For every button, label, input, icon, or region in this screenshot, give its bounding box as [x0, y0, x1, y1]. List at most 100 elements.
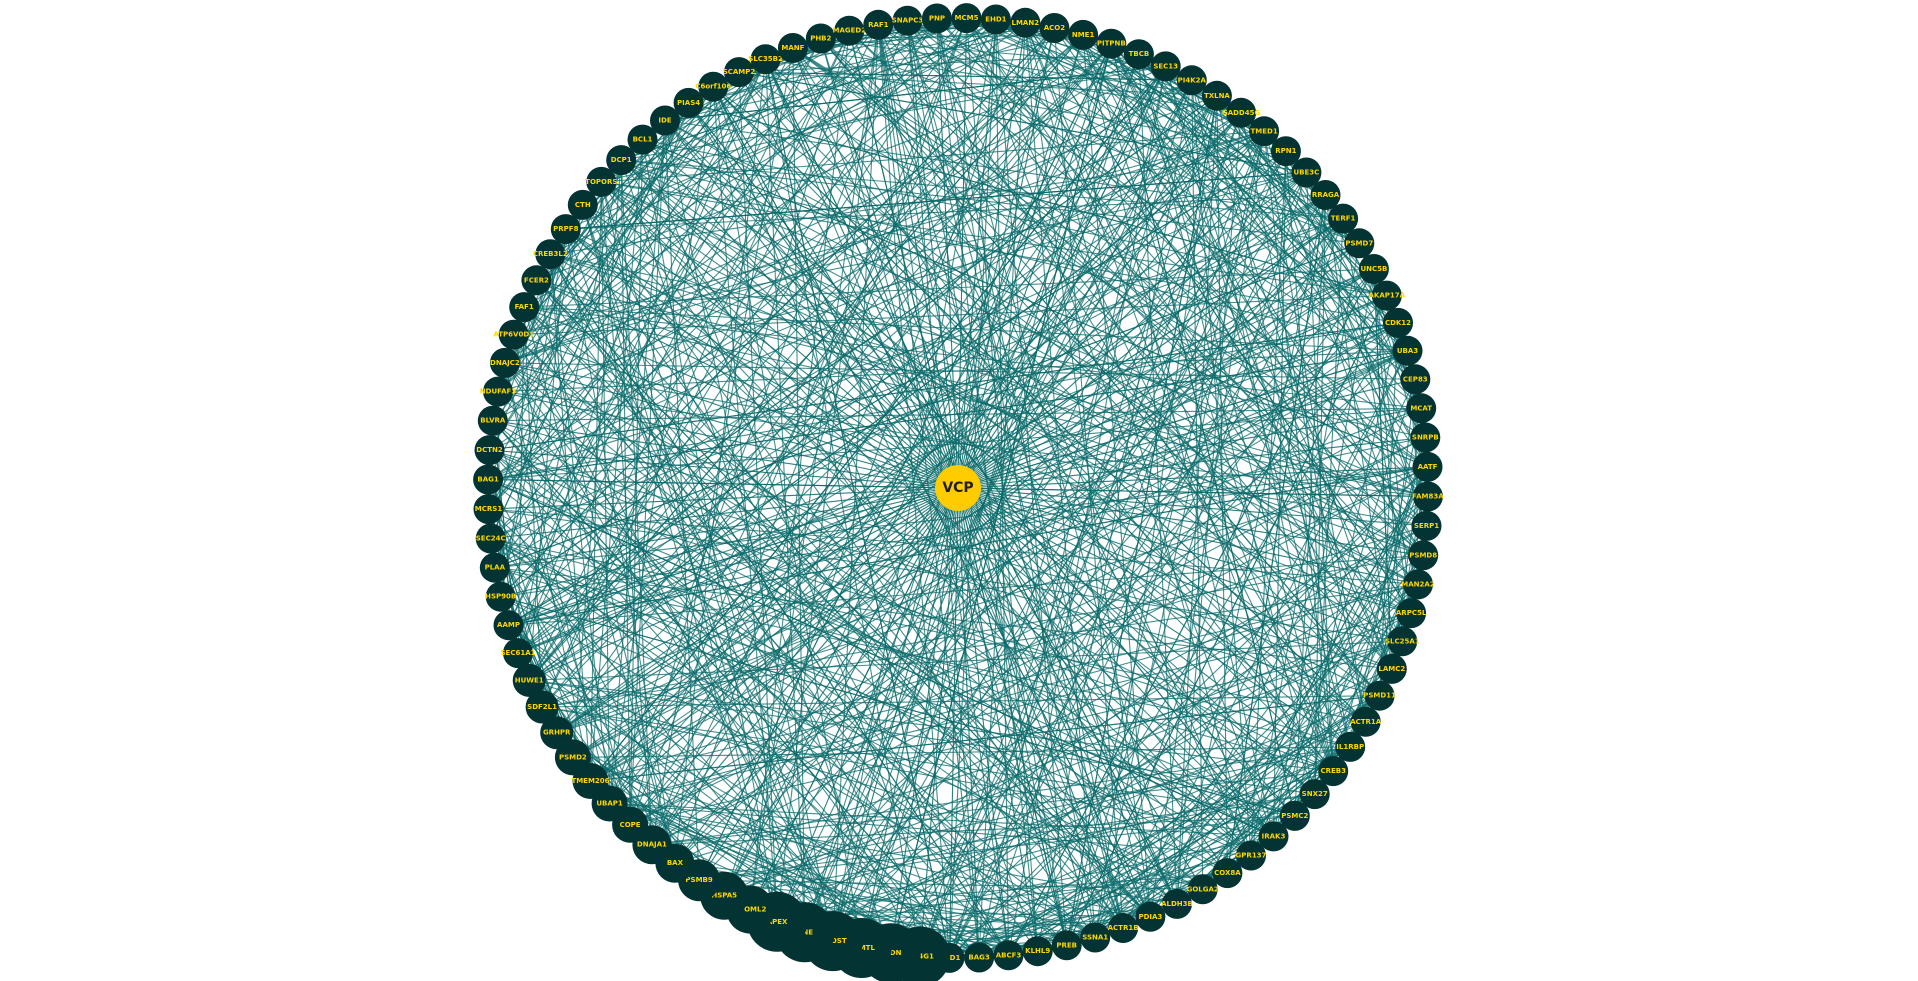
gene-node[interactable]: PSMD7 — [1344, 228, 1375, 259]
gene-node[interactable]: BAG3 — [964, 942, 995, 973]
gene-node[interactable]: ATP6V0D1 — [493, 319, 534, 350]
gene-node[interactable]: DNAJC2 — [489, 347, 520, 378]
gene-node[interactable]: AATF — [1412, 451, 1443, 482]
gene-node-label: SSNA1 — [1082, 934, 1108, 942]
hub-edge — [556, 487, 959, 734]
hub-edge — [957, 172, 1307, 489]
gene-node[interactable]: PREB — [1051, 930, 1082, 961]
gene-node[interactable]: PNP — [921, 3, 952, 34]
gene-node[interactable]: HUWE1 — [512, 663, 546, 697]
gene-node[interactable]: PI4K2A — [1176, 65, 1207, 96]
gene-node-circle — [993, 940, 1024, 971]
gene-node[interactable]: HSP90B — [485, 581, 516, 612]
gene-node[interactable]: IRAK3 — [1258, 821, 1289, 852]
gene-node[interactable]: FAF1 — [509, 292, 540, 323]
gene-node-circle — [1291, 157, 1322, 188]
gene-node[interactable]: GOLGA2 — [1187, 874, 1219, 905]
gene-node[interactable]: PITPNB — [1096, 28, 1127, 59]
gene-node[interactable]: BLVRA — [477, 405, 508, 436]
gene-node[interactable]: SLC25A1 — [1385, 626, 1420, 657]
gene-node[interactable]: FAM83A — [1412, 481, 1444, 512]
gene-node[interactable]: LMAN2 — [1010, 7, 1041, 38]
gene-node[interactable]: NME1 — [1068, 19, 1099, 50]
gene-node[interactable]: SERP1 — [1411, 510, 1442, 541]
gene-node[interactable]: SCAMP2 — [723, 57, 756, 88]
gene-node[interactable]: RRAGA — [1310, 180, 1341, 210]
gene-node[interactable]: DCP1 — [606, 145, 637, 176]
interaction-edge — [523, 306, 834, 942]
interaction-edge — [848, 30, 1424, 556]
gene-node[interactable]: PSMD8 — [1408, 540, 1439, 571]
gene-node[interactable]: DCTN2 — [474, 435, 505, 466]
gene-node[interactable]: AKAP17A — [1369, 280, 1406, 311]
gene-node[interactable]: ACTR1B — [1108, 913, 1139, 943]
gene-node[interactable]: PSMD2 — [554, 739, 591, 776]
gene-node[interactable]: IDE — [650, 105, 680, 136]
gene-node[interactable]: RAF1 — [863, 9, 894, 40]
gene-node[interactable]: MAGED2 — [833, 15, 867, 46]
hub-edge — [497, 391, 959, 489]
gene-node[interactable]: BAG1 — [473, 464, 504, 495]
gene-node[interactable]: PSMD11 — [1363, 680, 1396, 711]
gene-node[interactable]: SSNA1 — [1080, 922, 1111, 953]
interaction-edge — [966, 17, 1334, 772]
gene-node[interactable]: ALDH3B — [1161, 888, 1193, 919]
gene-node[interactable]: MANF — [777, 33, 808, 63]
gene-node[interactable]: TMED1 — [1249, 116, 1280, 147]
gene-node[interactable]: PIAS4 — [673, 87, 704, 118]
gene-node[interactable]: SEC24C — [475, 523, 506, 554]
gene-node[interactable]: CREB3 — [1318, 756, 1349, 787]
gene-node[interactable]: NDUFAF3 — [480, 376, 517, 407]
gene-node[interactable]: CREB3L2 — [533, 239, 568, 270]
gene-node[interactable]: UBA3 — [1392, 335, 1423, 366]
gene-node[interactable]: TERF1 — [1328, 203, 1359, 234]
gene-node[interactable]: RPN1 — [1270, 136, 1301, 167]
gene-node[interactable]: GADD45G — [1222, 97, 1261, 128]
gene-node[interactable]: MAN2A2 — [1401, 569, 1435, 600]
gene-node[interactable]: LAMC2 — [1376, 653, 1407, 684]
gene-node[interactable]: FCER2 — [521, 265, 552, 296]
gene-node[interactable]: MCRS1 — [473, 494, 504, 525]
gene-node[interactable]: MCM5 — [951, 3, 982, 34]
gene-node[interactable]: ABCF3 — [993, 940, 1024, 971]
gene-node[interactable]: UNC5B — [1358, 254, 1389, 284]
gene-node[interactable]: PHB2 — [805, 23, 836, 54]
gene-node[interactable]: ACTR1A — [1350, 706, 1382, 737]
gene-node[interactable]: TBCB — [1123, 39, 1154, 70]
gene-node[interactable]: PSMC2 — [1279, 800, 1310, 831]
gene-node[interactable]: CEP83 — [1400, 364, 1431, 395]
gene-node[interactable]: GRHPR — [540, 716, 574, 750]
gene-node[interactable]: ARPC5L — [1396, 598, 1427, 629]
gene-node[interactable]: SDF2L1 — [525, 690, 559, 724]
gene-node[interactable]: C6orf106 — [695, 71, 731, 102]
hub-label: VCP — [942, 480, 973, 496]
gene-node[interactable]: BCL1 — [627, 124, 658, 155]
gene-node[interactable]: COX8A — [1212, 858, 1243, 889]
gene-node[interactable]: PLAA — [479, 552, 510, 583]
gene-node[interactable]: SNRPB — [1410, 422, 1441, 453]
gene-node[interactable]: SEC61A1 — [501, 638, 536, 669]
gene-node-label: PHB2 — [810, 35, 831, 43]
gene-node[interactable]: PDIA3 — [1135, 901, 1166, 932]
gene-node-circle — [1201, 80, 1232, 111]
gene-node[interactable]: CDK12 — [1383, 307, 1413, 338]
gene-node[interactable]: PRPF8 — [550, 214, 581, 245]
gene-node[interactable]: SEC13 — [1150, 51, 1181, 82]
gene-node[interactable]: CTH — [567, 189, 598, 220]
gene-node[interactable]: AAMP — [493, 610, 524, 641]
gene-node[interactable]: ACO2 — [1039, 13, 1070, 43]
gene-node[interactable]: EHD1 — [980, 4, 1011, 35]
gene-node[interactable]: TXLNA — [1201, 80, 1232, 111]
gene-node[interactable]: TOPORS — [585, 166, 617, 197]
gene-node[interactable]: KLHL9 — [1022, 936, 1053, 967]
gene-node[interactable]: SLC35B2 — [748, 44, 783, 75]
gene-node[interactable]: GPR137 — [1236, 840, 1267, 871]
gene-node[interactable]: IL1RBP — [1335, 731, 1366, 762]
gene-node-circle — [493, 610, 524, 641]
gene-node[interactable]: SNX27 — [1299, 779, 1330, 810]
gene-node[interactable]: MCAT — [1406, 393, 1437, 424]
gene-node[interactable]: UBE3C — [1291, 157, 1322, 188]
gene-node-circle — [1022, 936, 1053, 967]
hub-node[interactable]: VCP — [935, 465, 981, 511]
gene-node[interactable]: SNAPC3 — [892, 5, 924, 36]
